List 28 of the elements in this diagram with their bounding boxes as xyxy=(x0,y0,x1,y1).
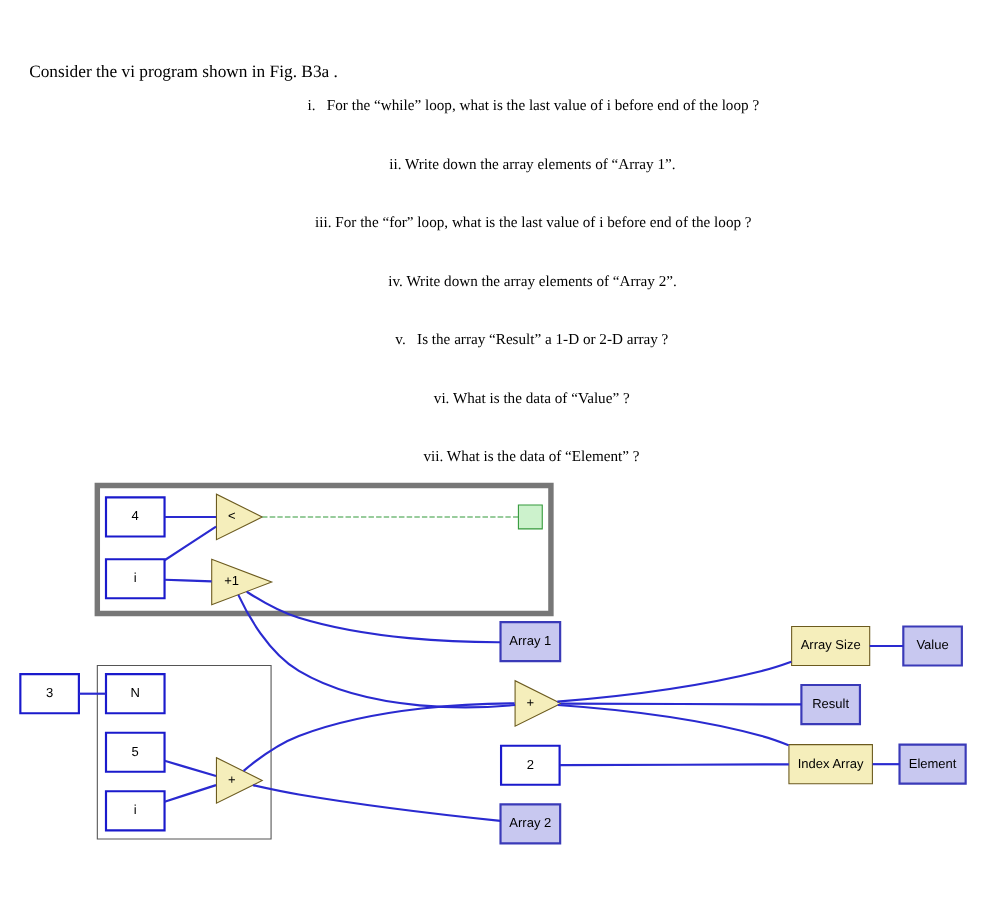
connector xyxy=(242,702,515,772)
connector xyxy=(237,594,516,709)
connector xyxy=(78,692,106,695)
connector xyxy=(560,702,802,706)
connector xyxy=(872,763,900,766)
connector xyxy=(557,660,792,703)
connector xyxy=(246,590,501,644)
label: vii. What is the data of “Element” ? xyxy=(423,447,640,466)
label: iv. Write down the array elements of “Array 2”. xyxy=(388,271,677,290)
label: iii. For the “for” loop, what is the last value of i before end of the loop ? xyxy=(315,213,752,232)
connector xyxy=(164,784,217,803)
label: ii. Write down the array elements of “Array 1”. xyxy=(389,154,676,173)
cluster xyxy=(96,664,272,840)
label: vi. What is the data of “Value” ? xyxy=(433,388,630,407)
node-box xyxy=(517,504,543,530)
diagram-title: Consider the vi program shown in Fig. B3a . xyxy=(29,60,338,81)
connector xyxy=(164,578,212,583)
connector xyxy=(164,515,217,519)
connector xyxy=(164,525,217,562)
label: i. For the “while” loop, what is the last value of i before end of the loop ? xyxy=(307,96,760,115)
connector xyxy=(869,644,904,648)
connector xyxy=(557,703,789,747)
connector xyxy=(560,763,789,767)
connector xyxy=(164,759,217,778)
connector xyxy=(252,784,501,822)
cluster xyxy=(94,482,554,617)
label: v. Is the array “Result” a 1-D or 2-D array ? xyxy=(395,330,669,349)
connector xyxy=(261,516,519,518)
